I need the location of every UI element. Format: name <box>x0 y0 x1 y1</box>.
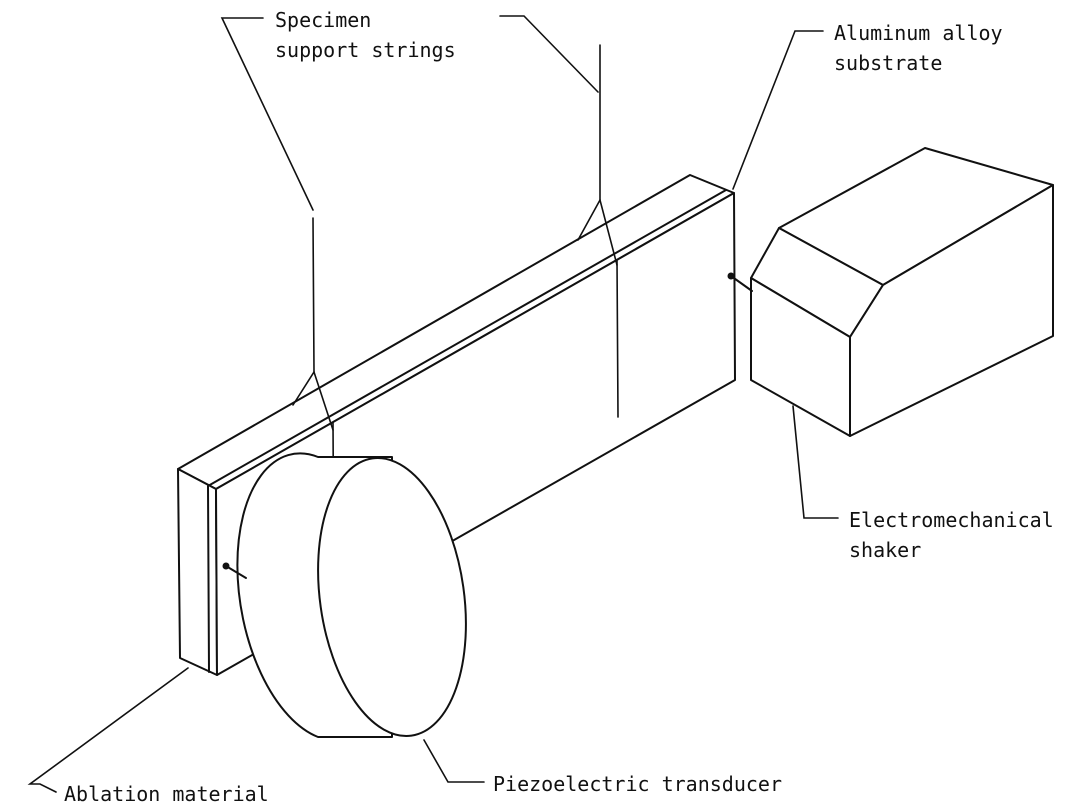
leader-transducer <box>423 739 485 783</box>
label-substrate-line2: substrate <box>834 51 942 75</box>
shaker-side-face <box>849 184 1054 437</box>
label-shaker-line2: shaker <box>849 538 921 562</box>
leader-shaker <box>792 405 839 519</box>
labels: Specimen support strings Aluminum alloy … <box>64 8 1054 806</box>
label-support-strings-line1: Specimen <box>275 8 371 32</box>
piezoelectric-transducer <box>222 452 467 738</box>
support-string-wrap-right <box>616 259 619 418</box>
specimen-support-strings <box>292 44 618 431</box>
label-substrate-line1: Aluminum alloy <box>834 21 1003 45</box>
transducer-attachment-point <box>222 562 230 570</box>
label-piezoelectric-transducer: Piezoelectric transducer <box>493 772 782 796</box>
shaker-stinger <box>730 275 753 292</box>
beam-end-face <box>177 468 218 676</box>
leader-substrate <box>732 30 824 190</box>
leader-support-strings-left <box>220 17 314 211</box>
ablation-layer-edge-top <box>207 189 727 487</box>
electromechanical-shaker <box>727 147 1054 437</box>
ablation-layer-edge-end <box>207 485 210 673</box>
label-shaker-line1: Electromechanical <box>849 508 1054 532</box>
transducer-face <box>317 457 467 737</box>
label-ablation-material: Ablation material <box>64 782 269 806</box>
leader-ablation <box>27 667 189 793</box>
leader-lines <box>27 15 839 793</box>
leader-support-strings-right <box>499 15 599 93</box>
shaker-attachment-point <box>727 272 735 280</box>
transducer-lead <box>225 565 247 579</box>
label-support-strings-line2: support strings <box>275 38 456 62</box>
